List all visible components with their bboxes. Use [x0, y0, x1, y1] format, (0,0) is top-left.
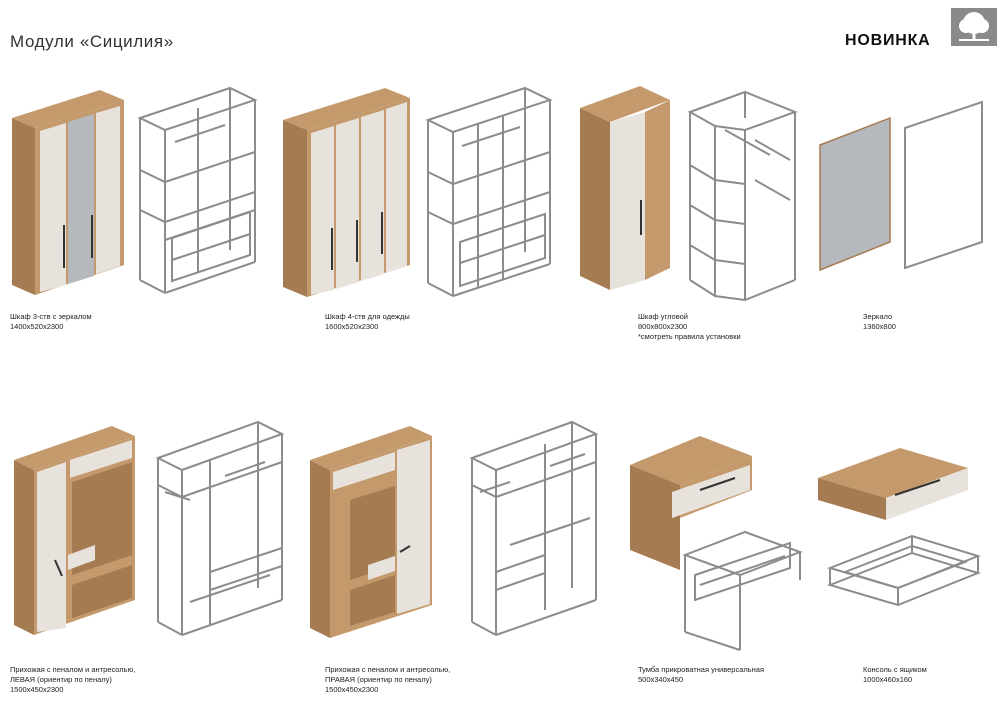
caption-hallway-left: Прихожая с пеналом и антресолью, ЛЕВАЯ (… [10, 665, 135, 695]
caption-line: Шкаф 3-ств с зеркалом [10, 312, 92, 321]
new-badge: НОВИНКА [845, 32, 931, 49]
caption-line: 1360x800 [863, 322, 896, 331]
caption-console: Консоль с ящиком 1000x460x160 [863, 665, 927, 685]
page-title: Модули «Сицилия» [10, 32, 174, 51]
mirror-render [819, 116, 891, 272]
caption-line: 800x800x2300 [638, 322, 688, 331]
caption-wardrobe-3-door: Шкаф 3-ств с зеркалом 1400x520x2300 [10, 312, 92, 332]
wardrobe-4-door-render [283, 88, 410, 297]
caption-line: 1600x520x2300 [325, 322, 379, 331]
caption-line: ЛЕВАЯ (ориентир по пеналу) [10, 675, 112, 684]
caption-line: 500x340x450 [638, 675, 684, 684]
wardrobe-3-door-frame [137, 86, 258, 294]
hallway-left-frame [155, 420, 285, 636]
corner-wardrobe-frame [687, 90, 798, 302]
caption-corner-wardrobe: Шкаф угловой 800x800x2300 *смотреть прав… [638, 312, 741, 342]
bedside-table-frame [682, 530, 803, 651]
caption-line: 1500x450x2300 [10, 685, 64, 694]
caption-line: Тумба прикроватная универсальная [638, 665, 765, 674]
console-render [818, 448, 968, 520]
caption-line: 1000x460x160 [863, 675, 913, 684]
caption-line: Прихожая с пеналом и антресолью, [10, 665, 136, 674]
caption-line: Шкаф 4-ств для одежды [325, 312, 410, 321]
bedside-table-render [630, 436, 752, 570]
mirror-frame [904, 100, 983, 270]
caption-line: *смотреть правила установки [638, 332, 741, 341]
corner-wardrobe-render [580, 86, 670, 290]
caption-line: Зеркало [863, 312, 893, 321]
caption-line: ПРАВАЯ (ориентир по пеналу) [325, 675, 432, 684]
caption-line: 1500x450x2300 [325, 685, 379, 694]
hallway-right-frame [469, 420, 599, 636]
caption-mirror: Зеркало 1360x800 [863, 312, 896, 332]
caption-line: Консоль с ящиком [863, 665, 927, 674]
wardrobe-3-door-render [12, 90, 124, 295]
caption-bedside-table: Тумба прикроватная универсальная 500x340… [638, 665, 764, 685]
wardrobe-4-door-frame [425, 86, 553, 297]
caption-line: Шкаф угловой [638, 312, 688, 321]
caption-hallway-right: Прихожая с пеналом и антресолью, ПРАВАЯ … [325, 665, 450, 695]
tree-icon [951, 8, 997, 46]
caption-line: 1400x520x2300 [10, 322, 64, 331]
caption-wardrobe-4-door: Шкаф 4-ств для одежды 1600x520x2300 [325, 312, 410, 332]
hallway-left-render [14, 426, 135, 635]
console-frame [826, 534, 982, 607]
hallway-right-render [310, 426, 432, 638]
caption-line: Прихожая с пеналом и антресолью, [325, 665, 451, 674]
